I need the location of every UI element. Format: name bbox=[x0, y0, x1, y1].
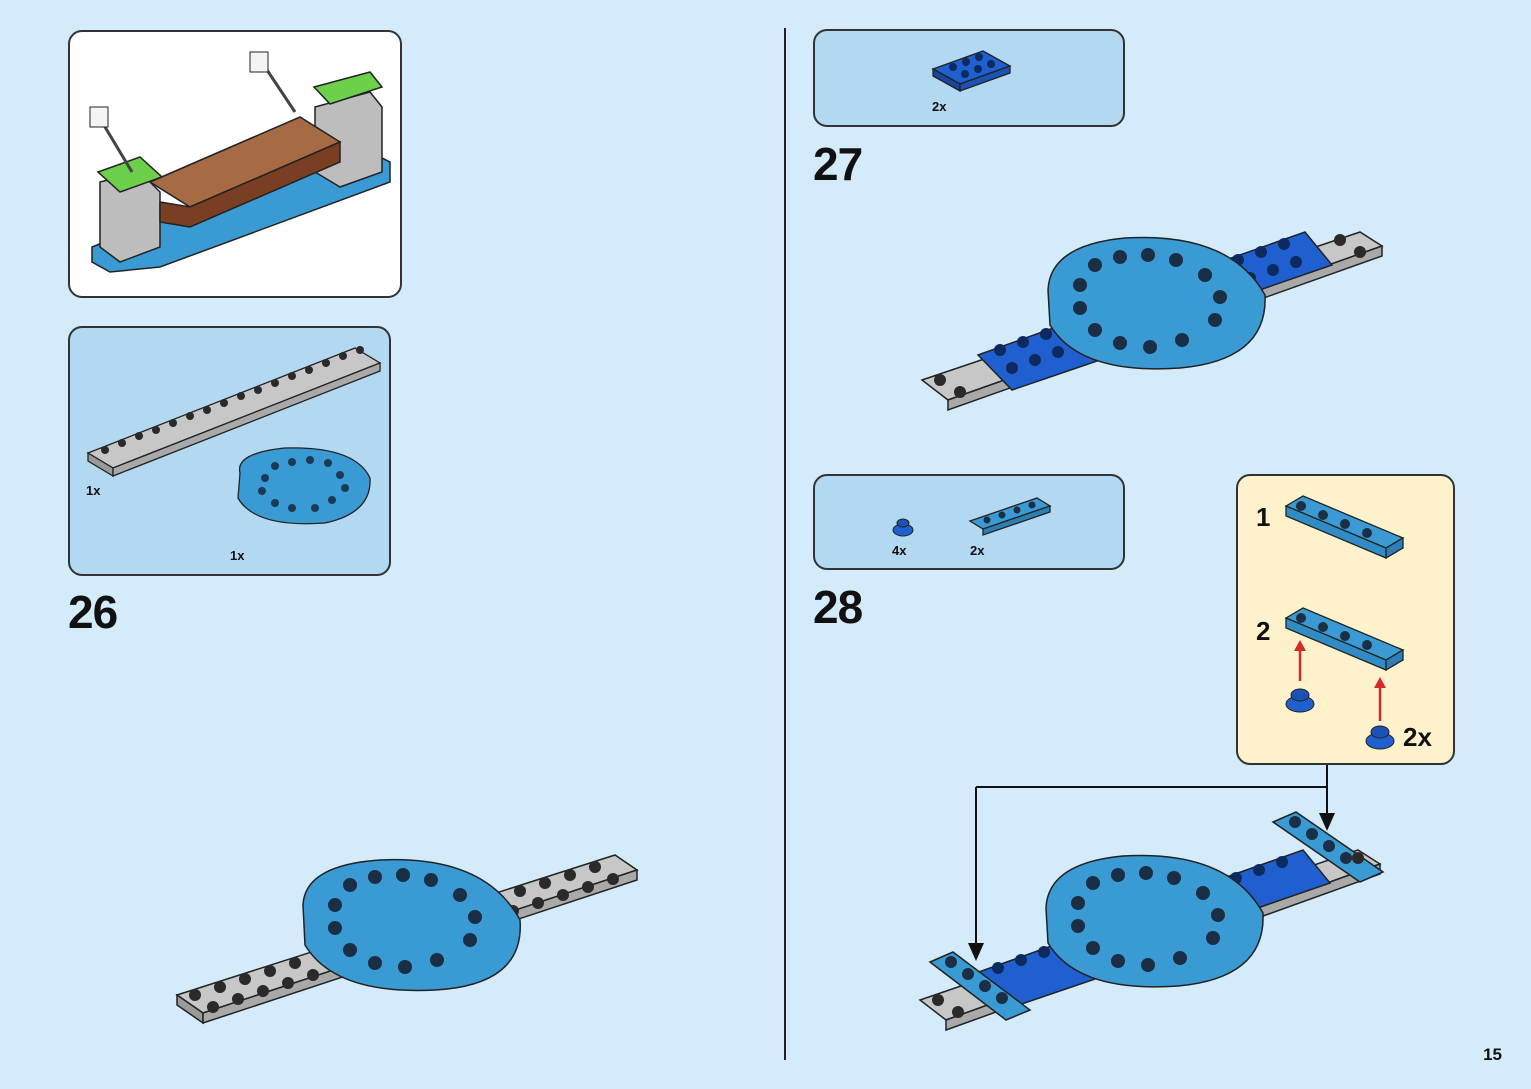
step28-parts-box: 4x 2x bbox=[813, 474, 1125, 570]
sub-step-2-number: 2 bbox=[1256, 616, 1271, 646]
sub-multiplier: 2x bbox=[1403, 722, 1432, 752]
model-preview-box bbox=[68, 30, 402, 298]
sub-step-1-number: 1 bbox=[1256, 502, 1271, 532]
step27-qty-blue-plate: 2x bbox=[932, 99, 947, 114]
step26-qty-gray-plate: 1x bbox=[86, 483, 101, 498]
gray-plate-2x16-part bbox=[86, 346, 382, 525]
step27-parts-box: 2x bbox=[813, 29, 1125, 127]
step28-number: 28 bbox=[813, 581, 863, 633]
step28-assembly-illustration bbox=[918, 811, 1385, 1032]
step26-qty-round-plate: 1x bbox=[230, 548, 245, 563]
step28-qty-azure-plate: 2x bbox=[970, 543, 985, 558]
step28-qty-round-plate: 4x bbox=[892, 543, 907, 558]
blue-plate-2x4-part bbox=[931, 50, 1012, 93]
step26-number: 26 bbox=[68, 586, 118, 638]
step28-subassembly-box: 1 2 2x bbox=[1236, 474, 1455, 765]
page-number: 15 bbox=[1483, 1045, 1502, 1064]
step28-placement-arrows bbox=[968, 765, 1335, 961]
page-divider bbox=[784, 28, 786, 1060]
step27-assembly-illustration bbox=[920, 231, 1384, 412]
bridge-preview-illustration bbox=[89, 51, 391, 273]
step28-parts-illustration bbox=[892, 497, 1052, 537]
step27-number: 27 bbox=[813, 138, 863, 190]
subassembly-illustration bbox=[1284, 495, 1405, 750]
step26-assembly-illustration bbox=[175, 854, 639, 1025]
step26-parts-box: 1x 1x bbox=[68, 326, 391, 576]
